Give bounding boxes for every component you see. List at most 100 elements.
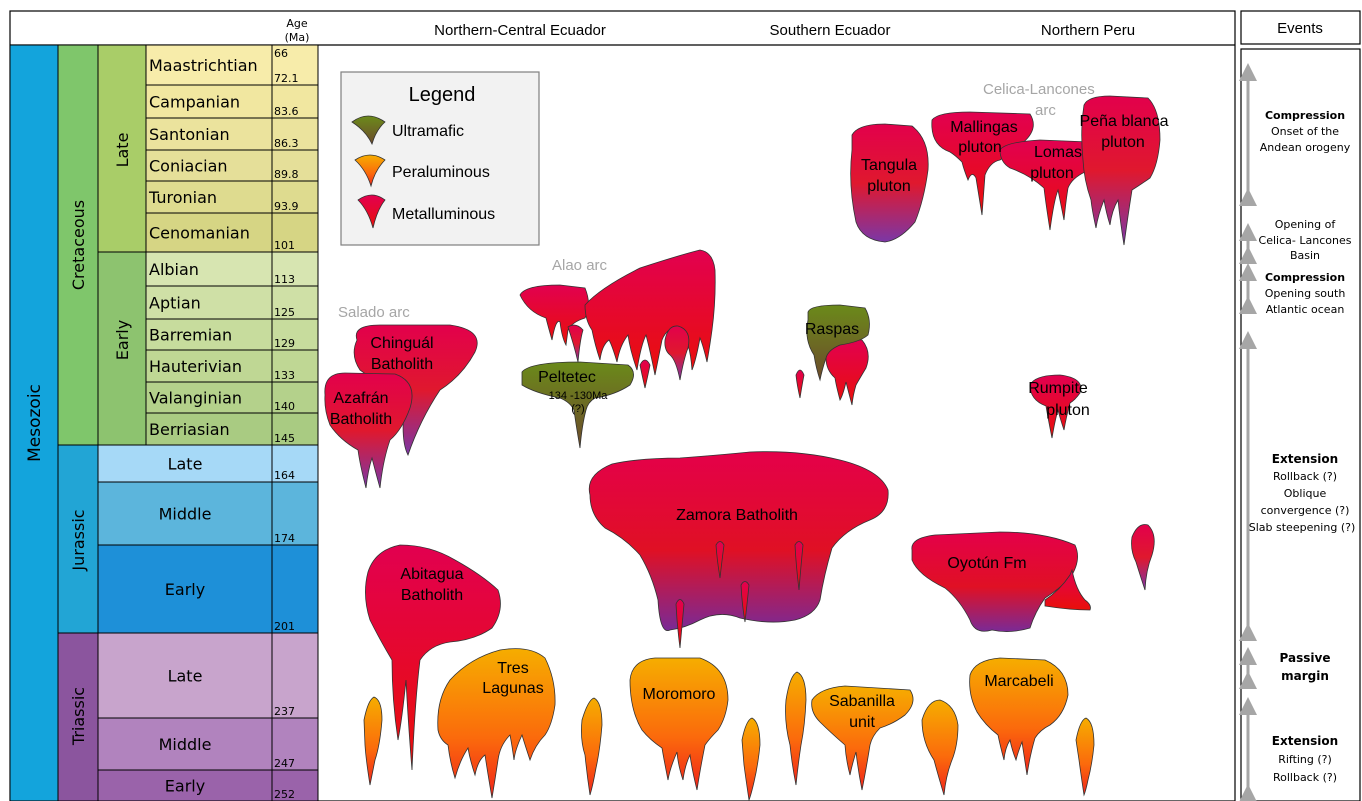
tangula-label-2: pluton [867,178,911,195]
stage-age: 83.6 [274,105,299,118]
stage-age: 89.8 [274,168,299,181]
age-header: Age [286,17,308,30]
event-1-line-3: Andean orogeny [1260,141,1351,154]
peltetec-label: Peltetec [538,369,596,386]
legend-metalluminous: Metalluminous [392,206,495,223]
event-2-line-3: Basin [1290,249,1320,262]
alao-drip [568,325,583,362]
peraluminous-drop-2 [581,698,602,795]
timescale: Mesozoic Cretaceous Jurassic Triassic La… [10,45,318,801]
oyotun-label: Oyotún Fm [947,555,1026,572]
celica-lancones-arc-label-2: arc [1035,102,1056,119]
stage-name: Turonian [148,188,217,207]
stage-age: 237 [274,705,295,718]
stage-age: 140 [274,400,295,413]
stage-name: Early [165,580,205,599]
legend-ultramafic: Ultramafic [392,123,464,140]
peraluminous-bodies [364,649,1094,800]
period-cretaceous-label: Cretaceous [69,200,88,290]
pena-blanca-label-2: pluton [1101,134,1145,151]
region-northern-central-ecuador: Northern-Central Ecuador [434,22,606,39]
azafran-label: Azafrán [333,390,388,407]
oyotun-fm [912,532,1078,632]
stage-age: 129 [274,337,295,350]
moromoro [630,658,728,790]
stage-age: 145 [274,432,295,445]
event-4-line-3: Oblique [1284,487,1327,500]
celica-lancones-arc-label: Celica-Lancones [983,81,1095,98]
stage-age: 174 [274,532,295,545]
abitagua-label-2: Batholith [401,587,463,604]
stage-name: Valanginian [149,389,242,408]
epoch-early-cretaceous-label: Early [113,320,132,360]
event-3-line-3: Atlantic ocean [1266,303,1345,316]
stage-name: Aptian [149,294,201,313]
stage-name: Hauterivian [149,357,242,376]
peru-small-drop [1132,525,1155,591]
region-northern-peru: Northern Peru [1041,22,1135,39]
rumpite-label-2: pluton [1046,402,1090,419]
event-1-title: Compression [1265,109,1345,122]
period-triassic-label: Triassic [69,687,88,746]
stage-name: Middle [159,505,212,524]
alao-arc-label: Alao arc [552,257,608,274]
event-6-title: Extension [1272,734,1338,748]
era-label: Mesozoic [25,384,45,462]
event-5-title: Passive [1280,651,1331,665]
stage-age: 93.9 [274,200,299,213]
stage-name: Albian [149,260,199,279]
epoch-late-cretaceous-label: Late [113,133,132,168]
event-6-line-2: Rifting (?) [1278,753,1332,766]
events-column: Compression Onset of the Andean orogeny … [1248,72,1355,793]
stage-age: 252 [274,788,295,801]
sabanilla-label-2: unit [849,714,875,731]
lomas-label-2: pluton [1030,165,1074,182]
period-jurassic-label: Jurassic [69,509,88,571]
chingual-label: Chinguál [370,335,433,352]
tres-lagunas-label-2: Lagunas [482,680,543,697]
event-4-line-4: convergence (?) [1261,504,1350,517]
stage-name: Maastrichtian [149,56,258,75]
stage-age: 72.1 [274,72,299,85]
rumpite-label: Rumpite [1028,380,1088,397]
peltetec-age-2: (?) [571,403,584,415]
stage-name: Late [168,667,203,686]
tangula-label: Tangula [861,157,917,174]
stage-age: 164 [274,469,295,482]
region-southern-ecuador: Southern Ecuador [770,22,891,39]
lomas-label: Lomas [1034,144,1082,161]
stage-name: Coniacian [149,157,228,176]
moromoro-label: Moromoro [643,686,716,703]
zamora-batholith [589,452,888,631]
event-4-line-5: Slab steepening (?) [1249,521,1356,534]
event-2-line-1: Opening of [1275,218,1337,231]
peraluminous-drop-3 [742,718,760,800]
event-4-title: Extension [1272,452,1338,466]
event-3-title: Compression [1265,271,1345,284]
mallingas-label: Mallingas [950,119,1018,136]
legend-title: Legend [409,84,476,106]
peltetec-age: 134 -130Ma [549,390,609,402]
abitagua-label: Abitagua [400,566,463,583]
alao-tiny-drop [640,360,650,388]
events-title: Events [1277,20,1323,37]
legend: Legend Ultramafic Peraluminous Metallumi… [341,72,539,245]
event-2-line-2: Celica- Lancones [1259,234,1352,247]
stage-age: 101 [274,239,295,252]
marcabeli-label: Marcabeli [984,673,1053,690]
age-header-unit: (Ma) [285,31,310,44]
event-5-line-2: margin [1281,669,1329,683]
legend-peraluminous: Peraluminous [392,164,490,181]
stage-age: 113 [274,273,295,286]
raspas-label: Raspas [805,321,859,338]
stage-age-top: 66 [274,47,288,60]
stage-age: 86.3 [274,137,299,150]
alao-small-drop [665,326,689,380]
event-6-line-3: Rollback (?) [1273,771,1337,784]
mallingas-label-2: pluton [958,139,1002,156]
events-box [1241,49,1360,801]
peraluminous-drop-5 [922,700,958,795]
peraluminous-drop-4 [786,672,807,785]
stage-name: Barremian [149,326,232,345]
